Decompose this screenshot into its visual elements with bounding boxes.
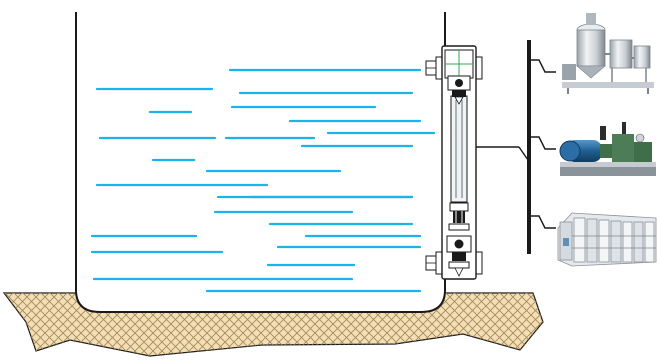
signal-bus — [476, 40, 556, 254]
liquid-surface-lines — [90, 68, 436, 293]
tank-mixing-plant-icon — [562, 13, 654, 94]
gauge-top-cap — [444, 49, 474, 79]
pump-motor-unit-icon — [559, 122, 656, 176]
upper-sensor-icon — [447, 75, 471, 105]
sight-glass-tube — [450, 95, 468, 203]
lower-flange-connection — [425, 251, 483, 275]
magnetic-level-gauge — [425, 45, 483, 280]
tank-vessel — [75, 12, 446, 313]
lower-sensor-icon — [446, 235, 472, 277]
float-magnet-icon — [448, 202, 470, 231]
production-line-machine-icon — [557, 212, 657, 267]
